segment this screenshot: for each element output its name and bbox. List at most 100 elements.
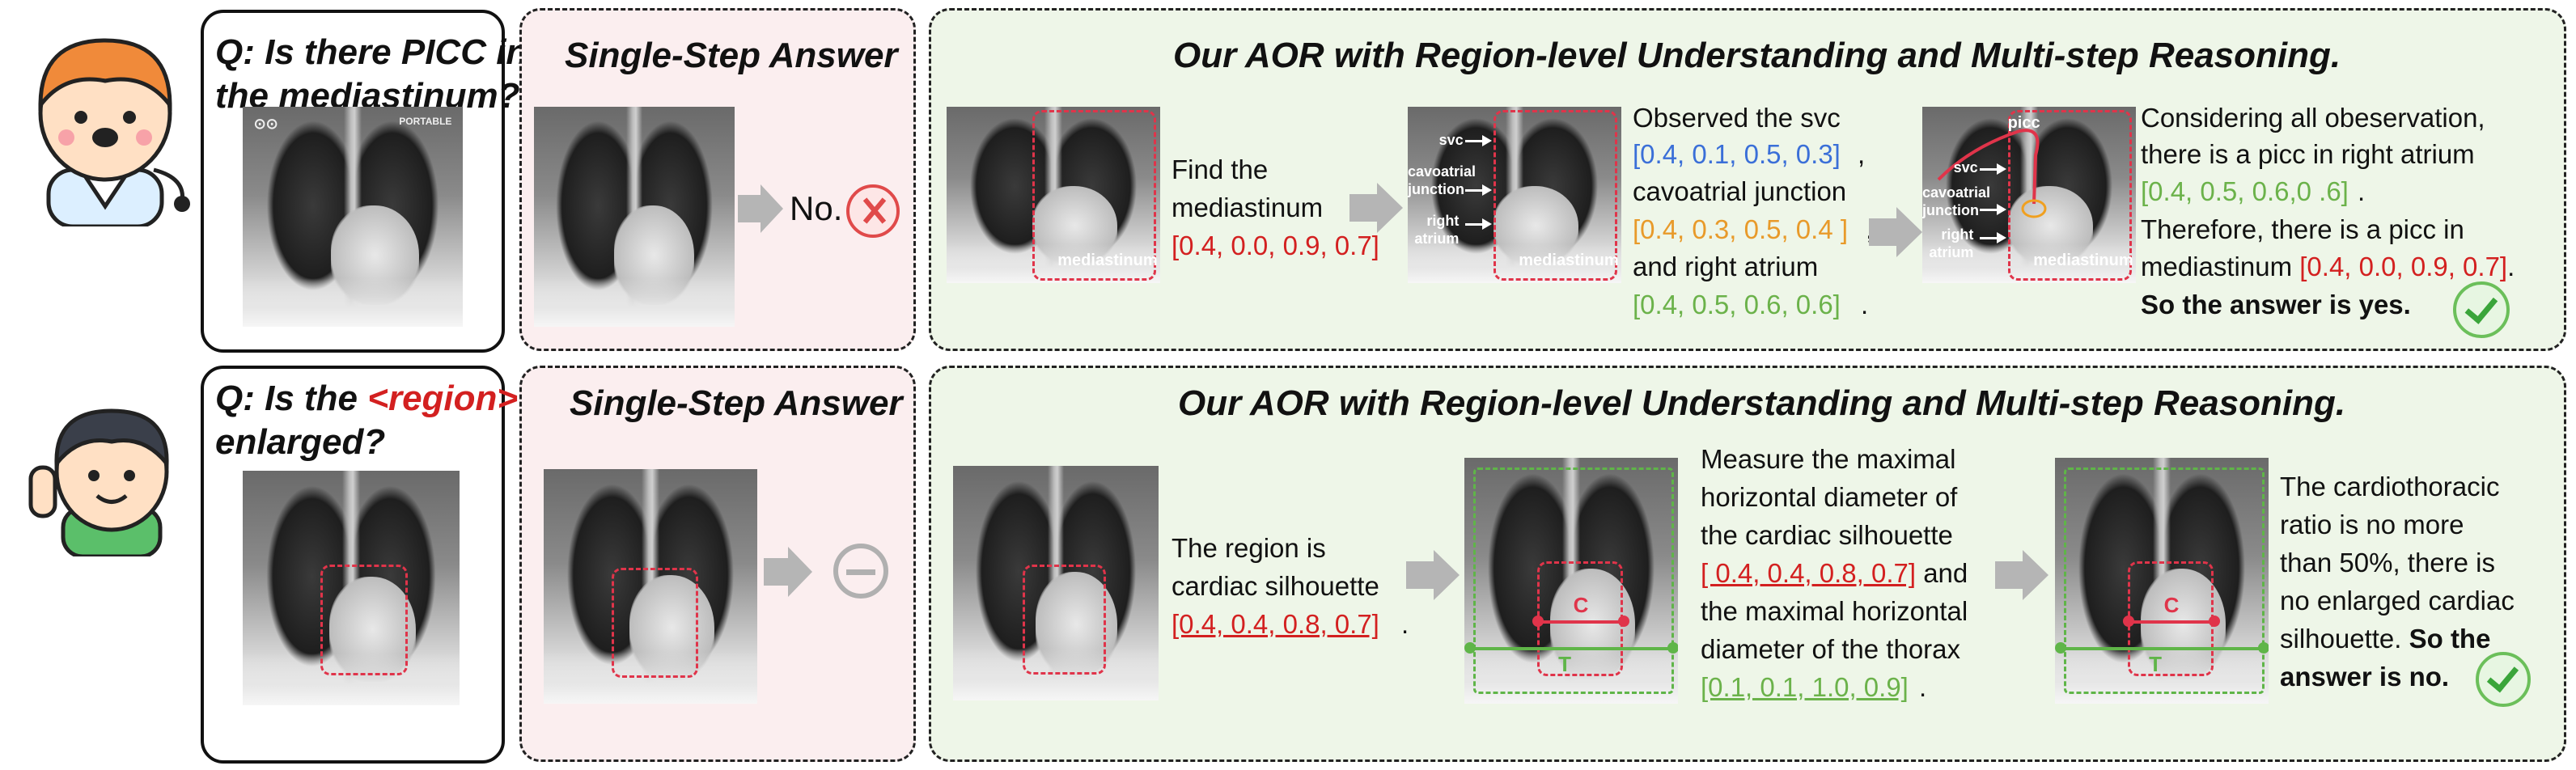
aor1-step3-line2: there is a picc in right atrium xyxy=(2141,139,2475,169)
aor2-step1-xray xyxy=(953,466,1159,700)
arrow-aor2-2 xyxy=(1995,550,2049,600)
arrow-single-1 xyxy=(738,184,783,233)
picc-label: picc xyxy=(2007,113,2040,132)
aor-panel-2 xyxy=(929,366,2566,762)
svc-label-3: svc xyxy=(1953,159,1978,176)
aor1-step3-xray: picc svc cavoatrial junction right atriu… xyxy=(1922,107,2136,283)
single-step-title-2: Single-Step Answer xyxy=(570,383,903,423)
aor1-step3-period1: . xyxy=(2358,176,2366,206)
aor2-step2-line1: Measure the maximal xyxy=(1701,444,1956,474)
aor2-step3-xray: C T xyxy=(2055,458,2269,704)
aor1-step2-comma1: , xyxy=(1858,139,1866,169)
aor1-step3-line4: Therefore, there is a picc in xyxy=(2141,214,2464,244)
aor2-step3-silhouette: silhouette. xyxy=(2280,624,2402,654)
aor1-step3-line5: mediastinum [0.4, 0.0, 0.9, 0.7]. xyxy=(2141,252,2515,281)
cardiac-box-3 xyxy=(2127,561,2214,677)
aor2-step3-line1: The cardiothoracic xyxy=(2280,472,2500,501)
aor2-step1-bbox: [0.4, 0.4, 0.8, 0.7] xyxy=(1171,609,1379,639)
aor1-step2-line3: cavoatrial junction xyxy=(1633,176,1847,206)
cardiac-dot-left-3 xyxy=(2123,615,2135,627)
aor1-step3-conclusion: So the answer is yes. xyxy=(2141,290,2411,319)
aor2-step1-line2: cardiac silhouette xyxy=(1171,571,1379,601)
aor1-step2-xray: svc cavoatrial junction right atrium med… xyxy=(1408,107,1621,283)
arrow-single-2 xyxy=(764,547,812,597)
aor1-step1-xray: mediastinum xyxy=(947,107,1160,283)
svc-arrow xyxy=(1465,135,1493,147)
single-step-xray-2 xyxy=(544,469,757,704)
aor2-step2-xray: C T xyxy=(1464,458,1678,704)
aor-title-1: Our AOR with Region-level Understanding … xyxy=(1173,36,2341,75)
aor2-step2-and: and xyxy=(1923,558,1968,588)
aor2-step2-line5: the maximal horizontal xyxy=(1701,596,1968,626)
aor1-step2-line5: and right atrium xyxy=(1633,252,1819,281)
thorax-dot-left-3 xyxy=(2055,642,2066,654)
cavo-arrow-3 xyxy=(1980,204,2007,216)
patient-avatar xyxy=(23,395,193,559)
aor1-step3-bbox-atrium: [0.4, 0.5, 0.6,0 .6] xyxy=(2141,176,2349,206)
atrium-label-2: atrium xyxy=(1414,230,1460,247)
thorax-dot-left xyxy=(1464,642,1476,654)
aor-panel-1 xyxy=(929,8,2566,351)
cardiac-dot-left xyxy=(1532,615,1544,627)
question-2-region-box xyxy=(320,565,409,675)
single-step-xray-1 xyxy=(534,107,735,327)
cardiac-dot-right xyxy=(1618,615,1630,627)
question-2-region: <region> xyxy=(367,379,519,418)
aor2-step1-line1: The region is xyxy=(1171,533,1326,563)
patient-avatar-illustration xyxy=(28,408,169,559)
cardiac-box xyxy=(1536,561,1624,677)
doctor-avatar xyxy=(16,16,194,229)
aor1-step2-bbox-svc: [0.4, 0.1, 0.5, 0.3] xyxy=(1633,139,1841,169)
cavo-arrow xyxy=(1465,184,1493,197)
mediastinum-label: mediastinum xyxy=(1057,251,1158,269)
svc-arrow-3 xyxy=(1980,163,2007,176)
aor1-step3-med-word: mediastinum xyxy=(2141,252,2293,281)
single-step-answer-1: No. xyxy=(790,189,843,227)
aor1-step1-bbox: [0.4, 0.0, 0.9, 0.7] xyxy=(1171,231,1379,260)
aor2-step2-bbox-thorax: [0.1, 0.1, 1.0, 0.9] xyxy=(1701,672,1909,702)
arrow-aor1-1 xyxy=(1349,183,1403,233)
aor1-step3-line1: Considering all obeservation, xyxy=(2141,103,2485,133)
picc-line xyxy=(1937,129,2047,218)
thorax-dot-right xyxy=(1667,642,1678,654)
aor2-step1-region-box xyxy=(1023,564,1106,675)
arrow-aor2-1 xyxy=(1406,550,1460,600)
cardiac-diameter-line xyxy=(1536,620,1623,624)
atrium-label-3a: right xyxy=(1941,226,1974,243)
aor2-step3-line4: no enlarged cardiac xyxy=(2280,586,2515,616)
svc-label: svc xyxy=(1438,131,1464,148)
mediastinum-box-2 xyxy=(1493,110,1618,281)
aor2-step2-line3: the cardiac silhouette xyxy=(1701,520,1953,550)
cardiac-label-c: C xyxy=(1573,593,1589,618)
question-2-prefix: Q: Is the xyxy=(215,379,358,418)
doctor-avatar-illustration xyxy=(38,38,190,229)
atrium-arrow xyxy=(1465,218,1493,230)
cavo-label-1: cavoatrial xyxy=(1408,163,1477,180)
thorax-box-3 xyxy=(2063,468,2265,694)
cardiac-dot-right-3 xyxy=(2209,615,2221,627)
single-step-2-region-box xyxy=(612,567,698,679)
aor2-step2-bbox-cardiac: [ 0.4, 0.4, 0.8, 0.7] xyxy=(1701,558,1917,588)
arrow-aor1-2 xyxy=(1869,207,1922,257)
single-step-title-1: Single-Step Answer xyxy=(565,36,898,75)
atrium-label-3b: atrium xyxy=(1929,244,1974,261)
atrium-arrow-3 xyxy=(1980,232,2007,244)
aor2-step1-period: . xyxy=(1401,609,1409,639)
aor2-step2-line4: [ 0.4, 0.4, 0.8, 0.7] and xyxy=(1701,554,1968,592)
check-icon-2 xyxy=(2476,652,2531,707)
atrium-label-1: right xyxy=(1426,212,1460,229)
aor1-step1-line1: Find the xyxy=(1171,154,1269,184)
thorax-label-t-3: T xyxy=(2149,652,2163,677)
aor2-step3-so-the: So the xyxy=(2409,624,2491,654)
thorax-dot-right-3 xyxy=(2257,642,2269,654)
mediastinum-label-3: mediastinum xyxy=(2033,251,2133,269)
thorax-box xyxy=(1472,468,1675,694)
mediastinum-box xyxy=(1032,110,1157,281)
aor1-step2-line1: Observed the svc xyxy=(1633,103,1841,133)
thorax-diameter-line-3 xyxy=(2059,647,2265,651)
aor2-step3-line5: silhouette. So the xyxy=(2280,620,2490,658)
question-2-xray xyxy=(243,471,460,705)
check-icon-1 xyxy=(2453,281,2510,338)
aor1-step2-period: . xyxy=(1861,290,1869,319)
aor1-step2-bbox-cavo: [0.4, 0.3, 0.5, 0.4 ] xyxy=(1633,214,1849,244)
